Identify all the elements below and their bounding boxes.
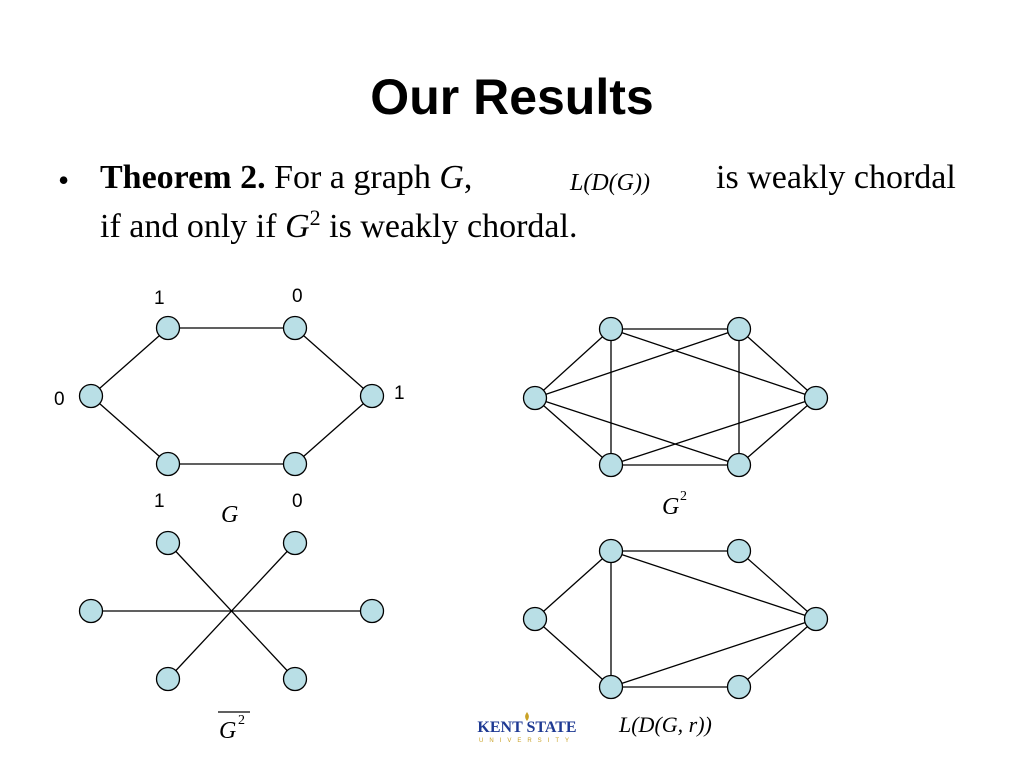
theorem-var-g: G <box>439 159 464 196</box>
graph-g-vertex-label: 0 <box>292 286 303 307</box>
graph-g-caption: G <box>221 502 238 528</box>
graph-g2-edge <box>534 397 612 466</box>
bullet-point: • <box>58 162 70 198</box>
graph-g-edge <box>90 327 169 397</box>
graph-ldgr-edge <box>610 618 817 688</box>
theorem-formula: L(D(G)) <box>570 170 650 196</box>
graph-ldgr <box>534 550 817 688</box>
graph-g-edge <box>294 327 373 397</box>
graph-ldgr-vertex <box>522 606 548 632</box>
graph-g2-vertex <box>726 316 752 342</box>
graph-g2c-vertex <box>78 598 104 624</box>
graph-g2-edge <box>534 328 740 399</box>
graph-g2-edge <box>610 397 817 466</box>
graph-g-vertex <box>155 315 181 341</box>
graph-g2-vertices <box>522 316 829 478</box>
graph-g2-edge <box>534 328 612 399</box>
graph-g2-vertex <box>598 316 624 342</box>
theorem-text-c: is weakly chordal <box>716 159 956 196</box>
graph-g2-caption: G <box>662 494 679 520</box>
graph-g-squared <box>534 328 817 466</box>
graph-ldgr-vertices <box>522 538 829 700</box>
graph-g2-vertex <box>726 452 752 478</box>
logo-subtitle: UNIVERSITY <box>478 738 575 744</box>
slide-title: Our Results <box>370 69 654 125</box>
graph-ldgr-edge <box>738 618 817 688</box>
graph-g2-edge <box>534 397 740 466</box>
graph-ldgr-vertex <box>598 538 624 564</box>
graph-g-vertex-label: 1 <box>154 491 165 512</box>
graph-g-vertex <box>78 383 104 409</box>
graph-g-vertex-label: 1 <box>154 288 165 309</box>
graph-g2-vertex <box>803 385 829 411</box>
graph-g2c-vertices <box>78 530 385 692</box>
graph-ldgr-vertex <box>598 674 624 700</box>
theorem-text-e: is weakly chordal. <box>320 208 578 245</box>
graph-g2-vertex <box>598 452 624 478</box>
graph-g2c-vertex <box>155 530 181 556</box>
theorem-line-2: if and only if G2 is weakly chordal. <box>100 207 577 247</box>
theorem-label: Theorem 2. <box>100 159 266 196</box>
kent-state-logo: KENT STATE UNIVERSITY <box>468 712 586 748</box>
theorem-var-g2: G <box>285 208 310 245</box>
graph-g-edge <box>294 395 373 465</box>
theorem-text-b: , <box>463 159 473 196</box>
graph-g-vertices <box>78 315 385 477</box>
graph-ldgr-vertex <box>726 674 752 700</box>
graph-g2c-caption: G <box>219 718 236 744</box>
theorem-text-a: For a graph <box>265 159 440 196</box>
graph-g2-edge <box>738 397 817 466</box>
graph-g2-complement <box>91 542 372 680</box>
graph-g2c-vertex <box>155 666 181 692</box>
graph-ldgr-caption: L(D(G, r)) <box>618 712 712 737</box>
graph-g2-vertex <box>522 385 548 411</box>
graph-g2c-vertex <box>359 598 385 624</box>
graph-g2c-edge <box>167 542 296 680</box>
graph-ldgr-edge <box>534 618 612 688</box>
theorem-line-1: Theorem 2. For a graph G, <box>100 158 472 198</box>
graph-ldgr-edge <box>610 550 817 620</box>
graph-g-vertex-label: 1 <box>394 383 405 404</box>
graph-g2c-vertex <box>282 530 308 556</box>
graph-ldgr-vertex <box>726 538 752 564</box>
graph-g-vertex-label: 0 <box>54 389 65 410</box>
graph-g-vertex <box>359 383 385 409</box>
graph-g-vertex <box>282 315 308 341</box>
graph-g <box>90 327 373 465</box>
graph-g-vertex-label: 0 <box>292 491 303 512</box>
graph-g2-edge <box>738 328 817 399</box>
theorem-sup-2: 2 <box>309 205 321 230</box>
graph-g2-caption-sup: 2 <box>680 489 687 504</box>
theorem-text-d: if and only if <box>100 208 286 245</box>
graph-g-edge <box>90 395 169 465</box>
graph-g2c-caption-sup: 2 <box>238 713 245 728</box>
graph-ldgr-edge <box>738 550 817 620</box>
graph-g-vertex <box>155 451 181 477</box>
flame-icon <box>525 712 529 721</box>
graph-g2c-vertex <box>282 666 308 692</box>
graph-ldgr-vertex <box>803 606 829 632</box>
graph-g2-edge <box>610 328 817 399</box>
graph-ldgr-edge <box>534 550 612 620</box>
graph-g-vertex <box>282 451 308 477</box>
logo-name: KENT STATE <box>477 719 577 736</box>
